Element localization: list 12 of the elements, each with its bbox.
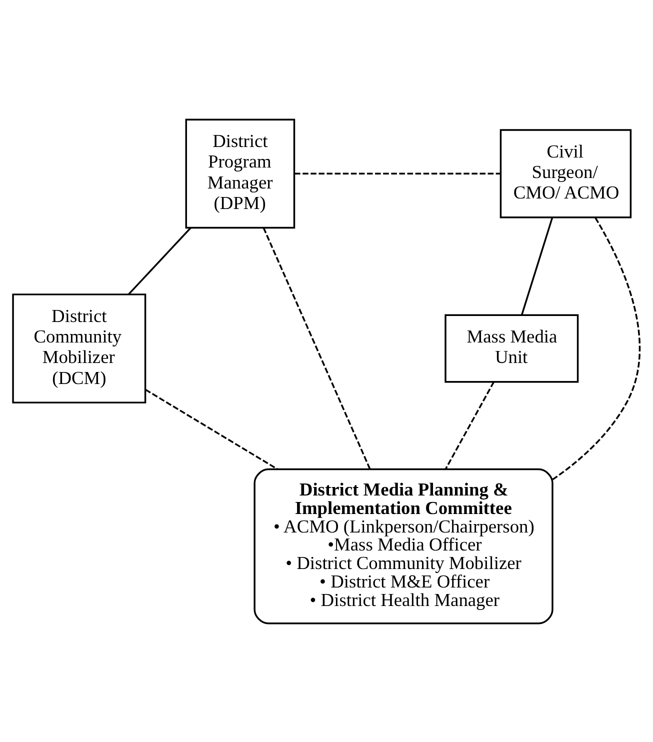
- connector: [262, 227, 371, 469]
- node-box: District Program Manager (DPM): [185, 118, 296, 228]
- node-box: Mass Media Unit: [444, 314, 579, 382]
- connector: [520, 216, 554, 315]
- connector: [552, 216, 640, 480]
- node-box: District Media Planning & Implementation Committee • ACMO (Linkperson/Chairperson) •Mass Media Officer • District Community Mobilizer • District M&E Officer • District Health Manager: [254, 468, 554, 624]
- connector: [294, 172, 501, 174]
- node-box: Civil Surgeon/ CMO/ ACMO: [500, 128, 632, 218]
- connector: [145, 388, 278, 470]
- node-box: District Community Mobilizer (DCM): [12, 293, 146, 403]
- connector: [444, 381, 495, 469]
- connector: [128, 226, 192, 294]
